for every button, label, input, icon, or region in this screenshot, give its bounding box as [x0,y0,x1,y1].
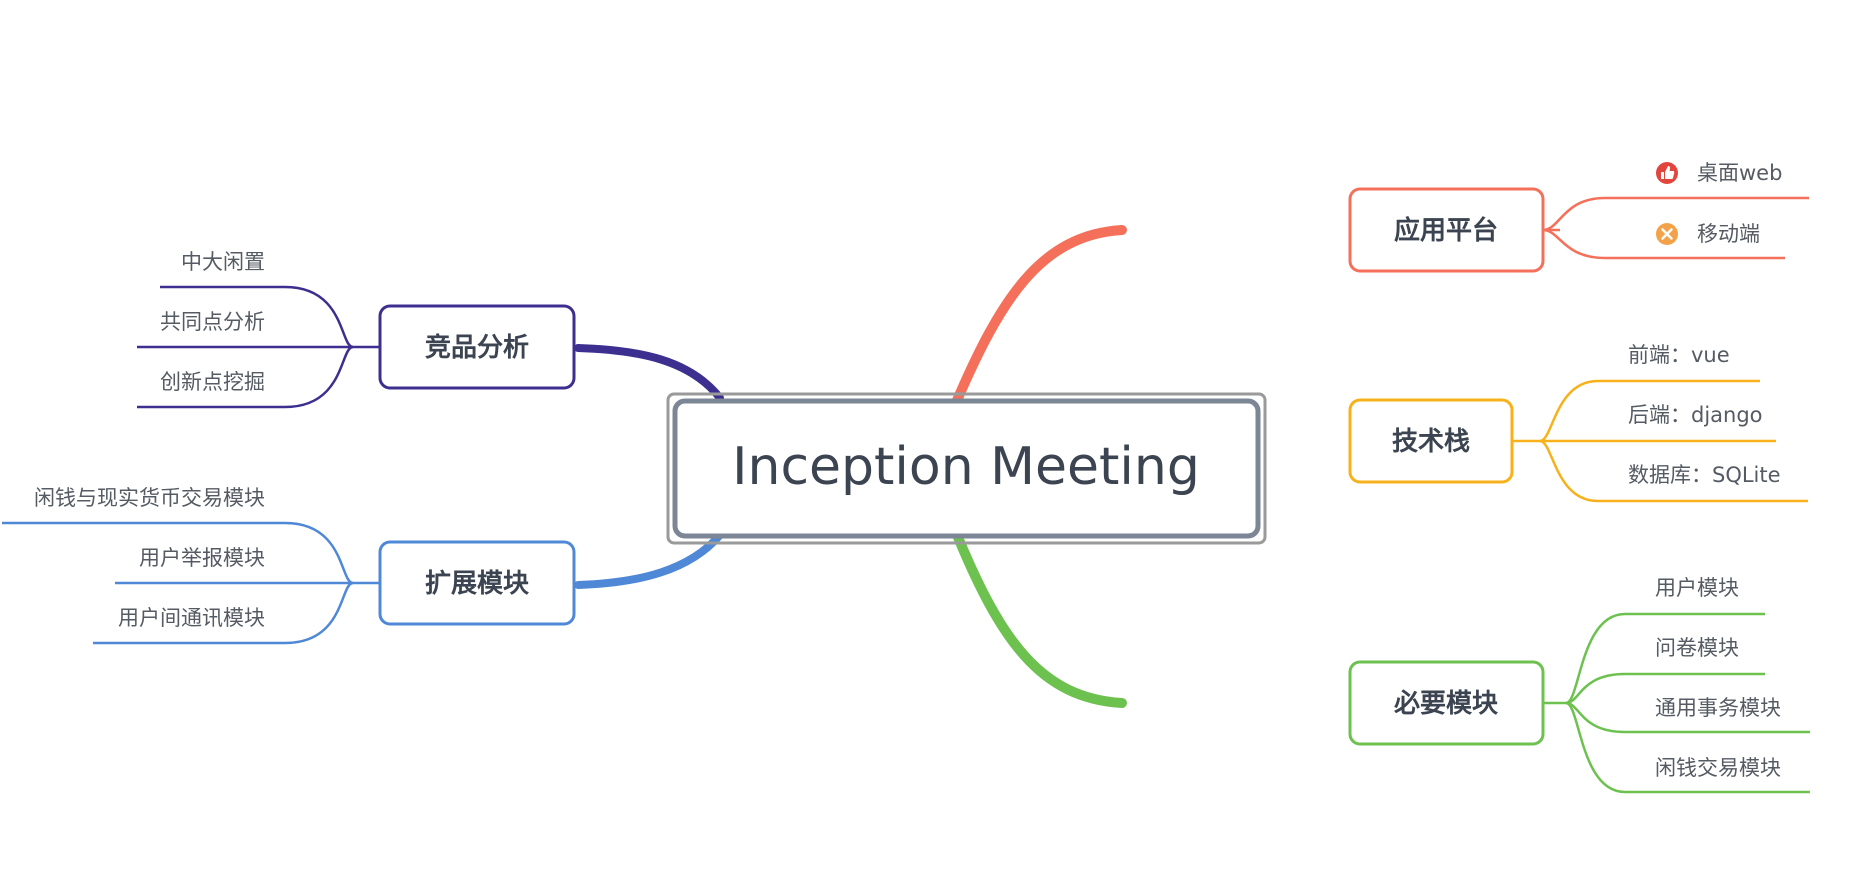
cross-circle-icon [1656,223,1678,245]
leaf-zhongda-idle[interactable]: 中大闲置 [181,250,265,274]
leaf-survey-module[interactable]: 问卷模块 [1655,636,1739,660]
connector-required [950,525,1127,708]
leaf-mobile[interactable]: 移动端 [1656,222,1760,246]
topic-extension-label: 扩展模块 [425,569,529,599]
topic-platform[interactable]: 应用平台 [1348,187,1545,273]
leaf-backend[interactable]: 后端：django [1628,403,1763,427]
leaf-user-report-module[interactable]: 用户举报模块 [139,546,265,570]
leaf-frontend[interactable]: 前端：vue [1628,343,1730,367]
connector-platform [950,225,1127,410]
topic-tech-label: 技术栈 [1392,427,1470,457]
connector-competitor [574,344,724,402]
leaf-desktop-web[interactable]: 桌面web [1656,161,1782,185]
leaf-general-affairs-module[interactable]: 通用事务模块 [1655,696,1781,720]
central-topic-label: Inception Meeting [732,437,1200,497]
leaf-mobile-label: 移动端 [1697,222,1760,246]
thumbs-up-icon [1656,162,1678,184]
topic-tech[interactable]: 技术栈 [1348,398,1514,484]
branch-required: 必要模块 用户模块 问卷模块 通用事务模块 闲钱交易模块 [1348,576,1810,794]
central-topic[interactable]: Inception Meeting [666,392,1267,545]
topic-extension[interactable]: 扩展模块 [378,540,576,626]
topic-competitor[interactable]: 竞品分析 [378,304,576,390]
leaf-common-points[interactable]: 共同点分析 [160,310,265,334]
leaf-desktop-web-label: 桌面web [1697,161,1782,185]
topic-platform-label: 应用平台 [1394,215,1498,246]
leaf-currency-exchange-module[interactable]: 闲钱与现实货币交易模块 [34,486,265,510]
leaf-database[interactable]: 数据库：SQLite [1628,463,1781,487]
leaf-innovation-points[interactable]: 创新点挖掘 [160,370,265,394]
branch-tech: 技术栈 前端：vue 后端：django 数据库：SQLite [1348,343,1808,503]
leaf-user-module[interactable]: 用户模块 [1655,576,1739,600]
branch-platform: 应用平台 桌面web 移动端 [1348,161,1809,273]
topic-required-label: 必要模块 [1394,689,1498,719]
leaf-user-messaging-module[interactable]: 用户间通讯模块 [118,606,265,630]
leaf-idle-money-trade-module[interactable]: 闲钱交易模块 [1655,756,1781,780]
branch-competitor: 竞品分析 中大闲置 共同点分析 创新点挖掘 [137,250,576,409]
connector-extension [574,531,724,589]
topic-required[interactable]: 必要模块 [1348,660,1545,746]
branch-extension: 扩展模块 闲钱与现实货币交易模块 用户举报模块 用户间通讯模块 [2,486,576,645]
topic-competitor-label: 竞品分析 [425,332,529,363]
